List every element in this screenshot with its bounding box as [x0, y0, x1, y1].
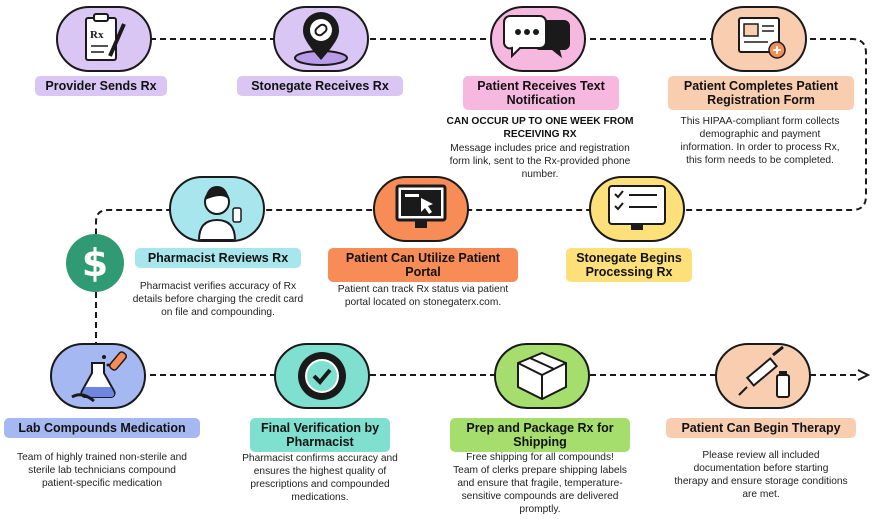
pharmacist-icon: [169, 176, 265, 242]
step-label-patient-portal: Patient Can Utilize Patient Portal: [328, 248, 518, 282]
step-desc-patient-completes-registration: This HIPAA-compliant form collects demog…: [680, 116, 840, 166]
step-label-provider-sends-rx: Provider Sends Rx: [35, 76, 167, 96]
step-label-lab-compounds: Lab Compounds Medication: [4, 418, 200, 438]
step-note-patient-receives-text: CAN OCCUR UP TO ONE WEEK FROM RECEIVING …: [446, 116, 634, 140]
lab-flask-icon: [50, 343, 146, 409]
svg-text:Rx: Rx: [90, 29, 104, 41]
step-label-patient-completes-registration: Patient Completes Patient Registration F…: [668, 76, 854, 110]
step-label-begin-therapy: Patient Can Begin Therapy: [666, 418, 856, 438]
arrow-head-icon: [857, 369, 871, 381]
step-desc-pharmacist-reviews: Pharmacist verifies accuracy of Rx detai…: [132, 281, 304, 318]
step-label-pharmacist-reviews: Pharmacist Reviews Rx: [135, 248, 301, 268]
verified-badge-icon: [274, 343, 370, 409]
step-desc-patient-portal: Patient can track Rx status via patient …: [337, 284, 509, 308]
step-desc-prep-package: Free shipping for all compounds! Team of…: [453, 452, 627, 515]
step-desc-final-verification: Pharmacist confirms accuracy and ensures…: [242, 453, 398, 503]
package-box-icon: [494, 343, 590, 409]
step-desc-patient-receives-text: Message includes price and registration …: [449, 143, 631, 180]
checklist-monitor-icon: [589, 176, 685, 242]
computer-cursor-icon: [373, 176, 469, 242]
dollar-sign-icon: $: [66, 234, 124, 292]
pill-location-pin-icon: [273, 6, 369, 72]
step-desc-lab-compounds: Team of highly trained non-sterile and s…: [17, 452, 187, 489]
step-desc-begin-therapy: Please review all included documentation…: [674, 450, 848, 500]
step-label-prep-package: Prep and Package Rx for Shipping: [450, 418, 630, 452]
step-label-patient-receives-text: Patient Receives Text Notification: [463, 76, 619, 110]
clipboard-rx-icon: Rx: [56, 6, 152, 72]
step-label-stonegate-begins-processing: Stonegate Begins Processing Rx: [566, 248, 692, 282]
syringe-vial-icon: [715, 343, 811, 409]
medical-record-icon: [711, 6, 807, 72]
step-label-final-verification: Final Verification by Pharmacist: [250, 418, 390, 452]
chat-bubbles-icon: [490, 6, 586, 72]
step-label-stonegate-receives-rx: Stonegate Receives Rx: [237, 76, 403, 96]
